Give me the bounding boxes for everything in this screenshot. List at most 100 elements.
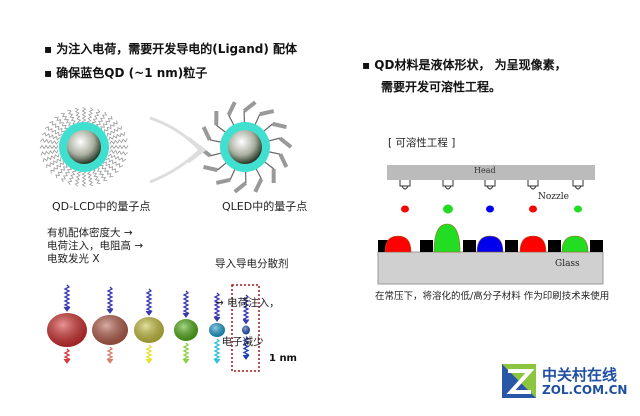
emitted-light-arrow-head — [63, 358, 71, 364]
note-line: 电子减少 — [215, 336, 264, 348]
ligand-chain — [228, 114, 235, 126]
left-bullet-1: ▪ 为注入电荷，需要开发导电的(Ligand) 配体 — [44, 42, 298, 56]
ligand-head — [226, 101, 237, 116]
ligand-strand — [39, 144, 59, 150]
watermark-name: 中关村在线 — [542, 366, 618, 384]
qled-label: QLED中的量子点 — [222, 200, 308, 213]
incident-light-arrow — [242, 294, 250, 322]
ligand-strand — [67, 168, 77, 185]
nozzle-icon — [572, 180, 584, 190]
printed-pixel — [476, 235, 504, 253]
emitted-light-arrow-head — [106, 358, 114, 364]
ligand-strand — [86, 169, 94, 187]
ligand-strand — [104, 120, 118, 134]
note-line: → 电荷注入， — [215, 297, 280, 309]
incident-light-arrow-head — [242, 319, 250, 325]
ligand-strand — [50, 160, 64, 174]
emitted-light-arrow-head — [242, 354, 250, 360]
ligand-chain — [268, 137, 281, 142]
ink-droplet — [443, 204, 453, 214]
print-head — [387, 165, 595, 180]
right-bullet-line-1: ▪ QD材料是液体形状， 为呈现像素， — [362, 58, 567, 72]
ligand-chain — [255, 168, 262, 180]
ligand-head — [203, 164, 218, 173]
ligand-strand — [61, 166, 72, 183]
qled-notes: 导入导电分散剂 → 电荷注入， 电子减少 — [215, 232, 289, 375]
ligand-strand — [54, 116, 69, 130]
incident-light-arrow-head — [213, 316, 221, 322]
size-label: 1 nm — [269, 353, 297, 364]
bank — [548, 240, 561, 252]
blue-qd-highlight-box — [231, 284, 260, 372]
printed-pixel — [561, 235, 589, 253]
emitted-light-arrow-head — [145, 358, 153, 364]
ligand-strand — [108, 131, 126, 141]
incident-light-arrow-head — [106, 308, 114, 314]
incident-light-arrow — [63, 284, 71, 310]
ligand-head — [242, 100, 257, 113]
ligand-head — [272, 121, 287, 130]
bank — [463, 240, 476, 252]
qd-lcd-notes: 有机配体密度大 → 电荷注入，电阻高 → 电致发光 X — [47, 227, 143, 266]
ligand-strand — [95, 167, 108, 181]
ligand-head — [278, 153, 289, 168]
ligand-strand — [60, 113, 73, 127]
ligand-strand — [67, 109, 77, 125]
ligand-strand — [96, 111, 107, 128]
ligand-strand — [91, 169, 101, 185]
ligand-strand — [86, 107, 94, 125]
glass-label: Glass — [555, 259, 580, 269]
ink-droplet — [486, 205, 494, 213]
ligand-chain — [263, 123, 273, 133]
incident-light-arrow-head — [145, 310, 153, 316]
note-line: 电荷注入，电阻高 → — [47, 240, 144, 252]
ligand-strand — [100, 115, 113, 131]
ligand-strand — [109, 149, 128, 156]
ligand-head — [253, 178, 264, 193]
incident-light-arrow — [145, 288, 153, 314]
note-line: 导入导电分散剂 — [215, 258, 289, 270]
incident-light-arrow — [213, 292, 221, 320]
ligand-head — [201, 126, 212, 141]
ligand-strand — [105, 157, 124, 168]
ligand-strand — [55, 163, 68, 179]
sphere-shading — [209, 323, 225, 337]
ligand-strand — [41, 132, 61, 141]
ligand-strand — [40, 138, 59, 145]
right-bullet-line-2: 需要开发可溶性工程。 — [381, 80, 502, 94]
bank — [505, 240, 518, 252]
emitted-light-arrow — [242, 336, 250, 358]
nozzle-label: Nozzle — [538, 192, 569, 202]
ink-droplet — [529, 205, 537, 213]
ligand-strand — [74, 169, 82, 187]
nozzle-icon — [484, 180, 496, 190]
incident-light-arrow-head — [182, 312, 190, 318]
ligand-strand — [102, 161, 119, 173]
ligand-chain — [229, 168, 236, 181]
nozzle-icon — [399, 180, 411, 190]
transition-arrow-icon — [149, 116, 207, 184]
ligand-strand — [74, 107, 82, 125]
ligand-strand — [49, 121, 66, 133]
ligand-chain — [215, 124, 227, 133]
emitted-light-arrow-head — [182, 358, 190, 364]
sphere-shading — [47, 313, 87, 347]
ligand-chain — [209, 152, 222, 157]
bank — [420, 240, 433, 252]
note-line: 有机配体密度大 → — [47, 227, 133, 239]
ligand-strand — [81, 170, 87, 187]
emitted-light-arrow — [213, 338, 221, 362]
ink-droplet — [574, 205, 582, 213]
emitted-light-arrow — [182, 342, 190, 362]
qd-size-series — [47, 284, 250, 364]
ligand-head — [215, 177, 231, 185]
incident-light-arrow — [106, 286, 114, 312]
emitted-light-arrow-head — [213, 358, 221, 364]
ligand-strand — [40, 149, 59, 156]
printed-pixel — [519, 235, 547, 253]
printed-pixel — [433, 223, 461, 253]
ink-droplet — [401, 205, 409, 213]
sphere-shading — [92, 315, 128, 345]
